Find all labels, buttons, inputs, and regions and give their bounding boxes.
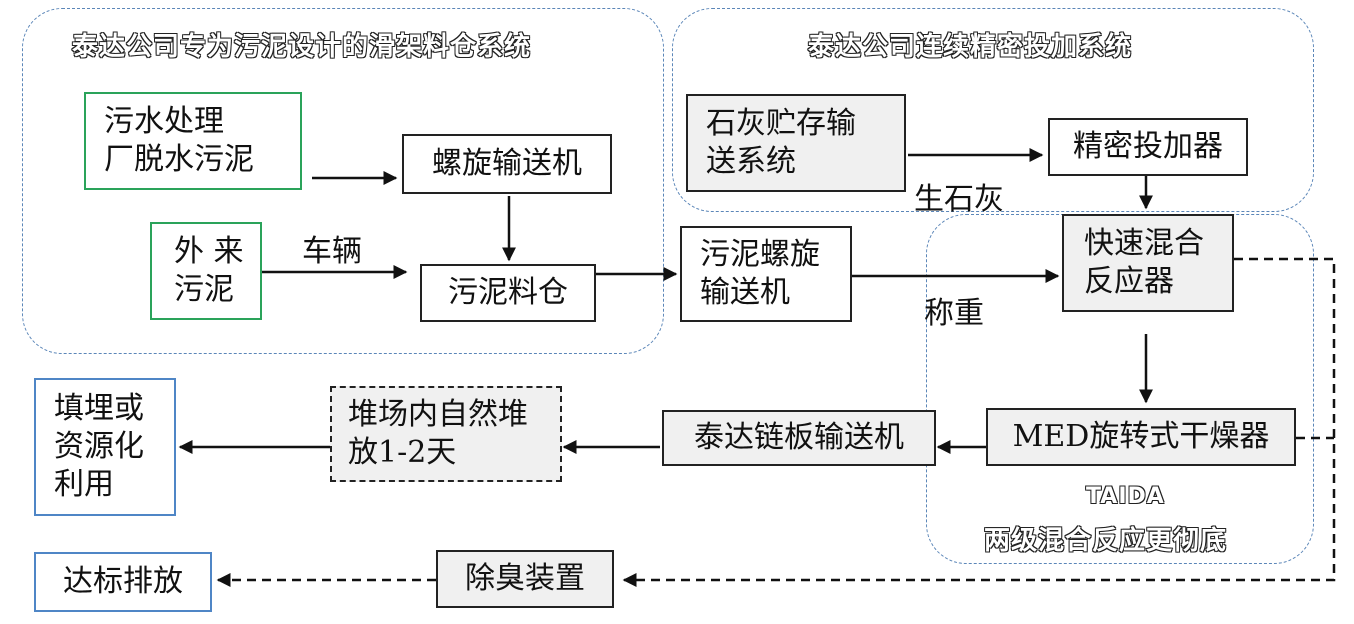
node-deodorizer: 除臭装置 bbox=[436, 550, 614, 608]
node-sludge-silo: 污泥料仓 bbox=[420, 264, 596, 322]
node-med-dryer: MED旋转式干燥器 bbox=[986, 408, 1296, 466]
label-weighing: 称重 bbox=[924, 296, 984, 331]
dosing-system-title: 泰达公司连续精密投加系统 bbox=[807, 31, 1133, 62]
node-screw-conveyor-1: 螺旋输送机 bbox=[402, 134, 612, 194]
node-landfill-reuse: 填埋或资源化利用 bbox=[34, 378, 176, 516]
node-precision-doser: 精密投加器 bbox=[1048, 118, 1248, 176]
dosing-system-group bbox=[672, 8, 1314, 212]
node-chain-conveyor: 泰达链板输送机 bbox=[662, 410, 936, 466]
node-fast-mixing-reactor: 快速混合反应器 bbox=[1062, 214, 1234, 312]
node-stockpile: 堆场内自然堆放1-2天 bbox=[330, 386, 562, 482]
label-vehicle: 车辆 bbox=[302, 234, 362, 269]
dashed-exhaust-line bbox=[622, 257, 1336, 587]
node-lime-storage: 石灰贮存输送系统 bbox=[686, 94, 906, 192]
reactor-system-title: 两级混合反应更彻底 bbox=[983, 525, 1228, 556]
node-screw-conveyor-2: 污泥螺旋输送机 bbox=[680, 226, 852, 322]
node-wwtp-sludge: 污水处理厂脱水污泥 bbox=[84, 92, 302, 190]
silo-system-group bbox=[22, 8, 664, 354]
node-discharge: 达标排放 bbox=[34, 552, 212, 612]
node-external-sludge: 外 来污泥 bbox=[150, 222, 262, 320]
label-quicklime: 生石灰 bbox=[914, 182, 1004, 217]
reactor-system-brand: TAIDA bbox=[1085, 483, 1165, 509]
silo-system-title: 泰达公司专为污泥设计的滑架料仓系统 bbox=[71, 31, 532, 62]
